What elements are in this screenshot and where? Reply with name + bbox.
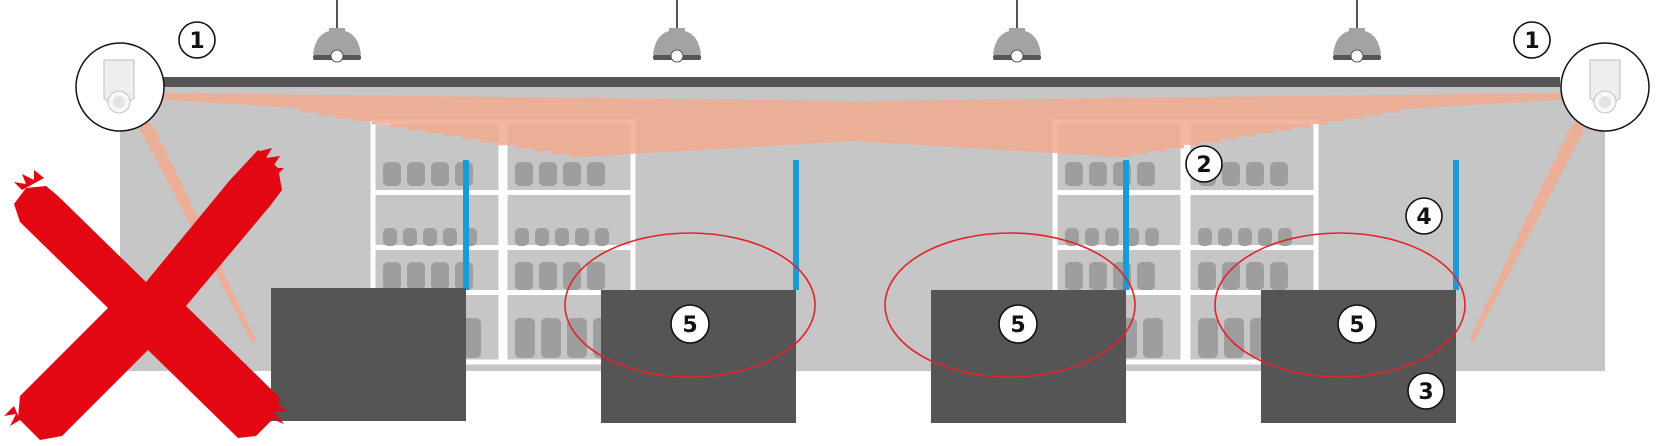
shelf-product xyxy=(431,162,449,186)
red-cross-icon xyxy=(4,148,288,440)
shelf-product xyxy=(587,162,605,186)
shelf-product xyxy=(1278,228,1292,246)
callout-circle xyxy=(178,21,216,59)
shelf-product xyxy=(1270,262,1288,290)
callout-circle xyxy=(1513,21,1551,59)
motion-detector-right xyxy=(1560,42,1650,132)
ceiling-lamp-icon xyxy=(653,0,701,63)
motion-detector-left xyxy=(75,42,165,132)
shelf-product xyxy=(535,228,549,246)
shelf-product xyxy=(1145,228,1159,246)
shelf-product xyxy=(443,228,457,246)
shelf-unit xyxy=(1185,119,1319,365)
shelf-product xyxy=(1105,228,1119,246)
zone-outline-c xyxy=(1214,232,1466,378)
shelf-product xyxy=(1224,318,1244,358)
callout-circle xyxy=(1185,145,1223,183)
ceiling-lamps xyxy=(313,0,1381,63)
shelf-product xyxy=(1198,262,1216,290)
beam-line xyxy=(1468,93,1603,343)
shelf-product xyxy=(515,228,529,246)
shelf-product xyxy=(1270,162,1288,186)
shelf-product xyxy=(515,318,535,358)
shelf-product xyxy=(1258,228,1272,246)
shelf-product xyxy=(1198,228,1212,246)
shelf-product xyxy=(563,262,581,290)
shelf-product xyxy=(539,162,557,186)
ceiling-rail xyxy=(120,77,1560,87)
callout-number: 4 xyxy=(1416,205,1431,230)
callout-circle xyxy=(998,304,1038,344)
ceiling-lamp-icon xyxy=(993,0,1041,63)
ceiling-lamp-icon xyxy=(1333,0,1381,63)
shelf-product xyxy=(1065,162,1083,186)
shelf-product xyxy=(1238,228,1252,246)
barrier-line xyxy=(463,160,469,290)
shelf-product xyxy=(587,262,605,290)
shelf-product xyxy=(1246,262,1264,290)
shelf-product xyxy=(541,318,561,358)
callout-1-right: 1 xyxy=(1513,21,1551,59)
shelf-product xyxy=(383,228,397,246)
beam-line xyxy=(569,92,1601,158)
zone-outlines xyxy=(564,232,1466,378)
shelf-product xyxy=(383,262,401,290)
shelf-product xyxy=(515,162,533,186)
shelf-product xyxy=(423,228,437,246)
ceiling-lamp-icon xyxy=(313,0,361,63)
zone-outline-b xyxy=(884,232,1136,378)
shelf-product xyxy=(563,162,581,186)
counter-1 xyxy=(271,288,466,421)
shelf-product xyxy=(1222,162,1240,186)
callout-number: 5 xyxy=(682,313,697,338)
shelf-product xyxy=(1218,228,1232,246)
callout-badges: 1 1 2 3 4 5 5 5 xyxy=(178,21,1551,410)
callout-number: 2 xyxy=(1196,153,1211,178)
shelf-product xyxy=(1222,262,1240,290)
shelf-product xyxy=(403,228,417,246)
callout-5-b: 5 xyxy=(998,304,1038,344)
zone-outline-a xyxy=(564,232,816,378)
callout-circle xyxy=(1407,372,1445,410)
barrier-line xyxy=(793,160,799,290)
shelf-product xyxy=(1137,162,1155,186)
shelf-product xyxy=(1246,162,1264,186)
callout-1-left: 1 xyxy=(178,21,216,59)
shelf-product xyxy=(1137,262,1155,290)
shelf-product xyxy=(407,162,425,186)
callout-2: 2 xyxy=(1185,145,1223,183)
barrier-lines xyxy=(463,160,1459,290)
shelf-product xyxy=(1143,318,1163,358)
callout-number: 1 xyxy=(1524,29,1539,54)
callout-number: 5 xyxy=(1010,313,1025,338)
shelf-product xyxy=(1089,262,1107,290)
shelf-product xyxy=(1065,262,1083,290)
callout-circle xyxy=(670,304,710,344)
callout-number: 3 xyxy=(1418,380,1433,405)
shelf-product xyxy=(1089,162,1107,186)
callout-circle xyxy=(1405,197,1443,235)
barrier-line xyxy=(1453,160,1459,290)
shelf-product xyxy=(555,228,569,246)
callout-circle xyxy=(1337,304,1377,344)
callout-3: 3 xyxy=(1407,372,1445,410)
shelf-product xyxy=(407,262,425,290)
callout-5-a: 5 xyxy=(670,304,710,344)
shelf-product xyxy=(383,162,401,186)
shelf-unit xyxy=(502,119,636,365)
barrier-line xyxy=(1123,160,1129,290)
callout-number: 5 xyxy=(1349,313,1364,338)
shelf-product xyxy=(515,262,533,290)
shelf-product xyxy=(575,228,589,246)
shelf-product xyxy=(595,228,609,246)
shelf-product xyxy=(431,262,449,290)
shelf-product xyxy=(1198,318,1218,358)
shelf-product xyxy=(1085,228,1099,246)
shelf-product xyxy=(539,262,557,290)
callout-5-c: 5 xyxy=(1337,304,1377,344)
callout-number: 1 xyxy=(189,29,204,54)
beam-line xyxy=(122,93,257,343)
callout-4: 4 xyxy=(1405,197,1443,235)
